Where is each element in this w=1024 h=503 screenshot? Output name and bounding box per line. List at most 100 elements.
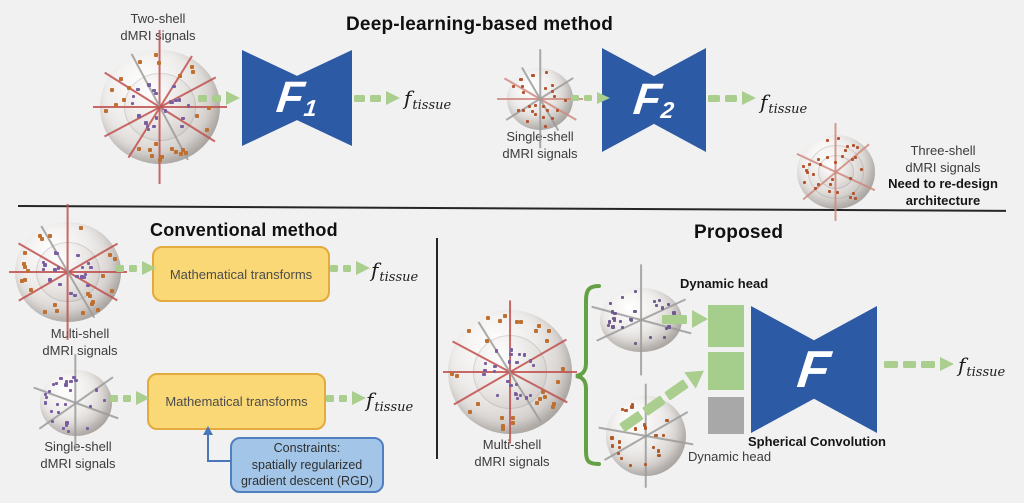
- sphere-sample-dot: [154, 52, 159, 57]
- sphere-sample-dot: [543, 124, 547, 128]
- sphere-sample-dot: [21, 261, 26, 266]
- sphere-sample-dot: [511, 421, 516, 426]
- sphere-sample-dot: [51, 419, 55, 423]
- split-bracket: [575, 284, 601, 466]
- sphere-sample-dot: [498, 318, 503, 323]
- sphere-sample-dot: [528, 359, 533, 363]
- arrow-head: [692, 310, 708, 328]
- sphere-sample-dot: [103, 108, 108, 113]
- sphere-sample-dot: [843, 149, 847, 153]
- sphere-sample-dot: [43, 263, 47, 267]
- sphere-sample-dot: [42, 310, 47, 315]
- arrow-dash: [116, 264, 124, 272]
- sphere-sample-dot: [551, 83, 555, 87]
- network-f2: F 2: [602, 48, 706, 152]
- sphere-sample-dot: [551, 405, 556, 410]
- sphere-sample-dot: [137, 59, 142, 64]
- sphere-sample-dot: [514, 392, 519, 397]
- sphere-sample-dot: [610, 436, 614, 440]
- label-spherical-convolution: Spherical Convolution: [748, 434, 886, 449]
- sphere-sample-dot: [545, 338, 550, 343]
- arrow-head: [352, 391, 366, 405]
- arrow-dash: [198, 94, 207, 102]
- sphere-sample-dot: [665, 419, 669, 423]
- sphere-sample-dot: [804, 169, 808, 173]
- sphere-sample-dot: [64, 380, 69, 384]
- sphere-sample-dot: [501, 424, 506, 429]
- sphere-sample-dot: [816, 158, 820, 162]
- sphere-sample-dot: [169, 147, 174, 152]
- sphere-sample-dot: [494, 349, 499, 353]
- sphere-sample-dot: [43, 393, 47, 397]
- sphere-sample-dot: [530, 109, 534, 113]
- sphere-sample-dot: [849, 195, 853, 199]
- sphere-sample-dot: [73, 293, 77, 298]
- arrow-dash: [326, 394, 334, 402]
- constraint-arrow-head: [203, 426, 213, 435]
- sphere-sample-dot: [618, 319, 623, 324]
- sphere-sample-dot: [811, 173, 815, 176]
- sphere-sample-dot: [657, 453, 661, 458]
- sphere-sample-dot: [524, 396, 529, 400]
- note-need-redesign: Need to re-design architecture: [888, 176, 998, 208]
- sphere-sample-dot: [840, 155, 844, 159]
- sphere-sample-dot: [665, 326, 669, 330]
- sphere-sample-dot: [89, 265, 93, 270]
- sphere-sample-dot: [145, 124, 150, 129]
- sphere-sample-dot: [57, 410, 61, 415]
- sphere-sample-dot: [65, 421, 69, 425]
- sphere-sample-dot: [59, 377, 63, 381]
- math-transforms-box-1: Mathematical transforms: [152, 246, 330, 302]
- arrow-single-shell-to-f2: [571, 92, 610, 104]
- sphere-sample-dot: [652, 300, 657, 304]
- arrow-dash: [571, 95, 579, 101]
- sphere-sample-dot: [628, 463, 633, 468]
- sphere-sample-dot: [611, 444, 615, 448]
- arrow-dash: [921, 360, 935, 368]
- sphere-sample-dot: [624, 408, 628, 413]
- sphere-sample-dot: [848, 176, 852, 180]
- network-f1: F 1: [242, 50, 352, 146]
- sphere-sample-dot: [502, 313, 507, 318]
- sphere-sample-dot: [511, 85, 515, 89]
- sphere-sample-dot: [825, 155, 829, 159]
- sphere-sample-dot: [500, 426, 505, 431]
- arrow-head: [136, 391, 150, 405]
- sphere-sample-dot: [509, 348, 514, 352]
- sphere-sample-dot: [43, 401, 47, 405]
- constraint-arrow-vertical: [207, 434, 209, 462]
- sphere-sample-dot: [80, 265, 85, 270]
- sphere-sample-dot: [807, 162, 811, 166]
- sphere-sample-dot: [606, 323, 611, 327]
- label-two-shell-input: Two-shell dMRI signals: [120, 11, 196, 43]
- arrow-dash: [664, 379, 689, 401]
- sphere-sample-dot: [81, 311, 86, 316]
- sphere-sample-dot: [556, 108, 560, 112]
- arrow-f2-to-ftissue: [708, 91, 756, 105]
- arrow-dash: [343, 264, 351, 272]
- sphere-sample-dot: [40, 237, 45, 242]
- arrow-dash: [725, 94, 737, 102]
- arrow-head: [142, 261, 156, 275]
- sphere-sample-dot: [531, 74, 535, 78]
- sphere-sample-dot: [617, 440, 622, 444]
- sphere-sample-dot: [186, 104, 191, 108]
- sphere-sample-dot: [88, 405, 92, 409]
- sphere-sample-dot: [618, 445, 622, 450]
- sphere-sample-dot: [86, 426, 90, 430]
- arrow-network-to-ftissue: [884, 357, 954, 371]
- sphere-sample-dot: [69, 389, 73, 393]
- sphere-sample-dot: [534, 103, 538, 107]
- sphere-sample-dot: [180, 124, 184, 129]
- sphere-sample-dot: [113, 257, 118, 262]
- sphere-sample-dot: [137, 114, 141, 118]
- sphere-sample-dot: [87, 294, 92, 299]
- arrow-dash: [330, 264, 338, 272]
- sphere-sample-dot: [78, 226, 83, 231]
- sphere-sample-dot: [195, 113, 200, 118]
- sphere-sample-dot: [560, 366, 565, 371]
- sphere-sample-dot: [495, 393, 500, 398]
- sphere-sample-dot: [74, 378, 78, 382]
- math-transforms-box-2: Mathematical transforms: [147, 373, 326, 430]
- sphere-sample-dot: [56, 402, 60, 406]
